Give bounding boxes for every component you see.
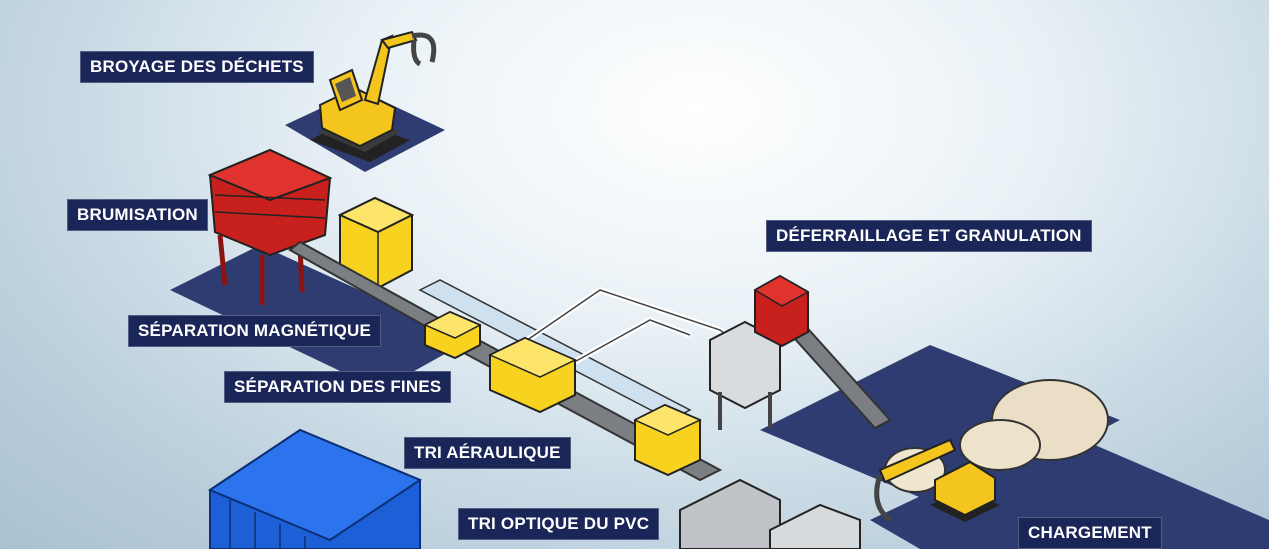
misting-unit [337,196,415,290]
magnetic-separator [423,310,482,360]
fines-separator [488,336,577,414]
excavator-top [310,30,437,162]
label-tri-optique: TRI OPTIQUE DU PVC [458,508,660,540]
blue-containers [207,428,423,549]
granulation-silo [709,320,781,430]
grey-bins [679,478,861,549]
shredder-machine [207,148,333,305]
label-broyage: BROYAGE DES DÉCHETS [80,51,314,83]
label-chargement: CHARGEMENT [1018,517,1162,549]
granulate-piles [884,379,1109,493]
air-sorter [633,403,702,477]
granulator-machine [753,274,810,348]
label-brumisation: BRUMISATION [67,199,208,231]
label-deferraillage: DÉFERRAILLAGE ET GRANULATION [766,220,1092,252]
label-separation-fines: SÉPARATION DES FINES [224,371,452,403]
loader-excavator [874,438,1000,522]
label-tri-aeraulique: TRI AÉRAULIQUE [404,437,571,469]
label-separation-magnetique: SÉPARATION MAGNÉTIQUE [128,315,382,347]
